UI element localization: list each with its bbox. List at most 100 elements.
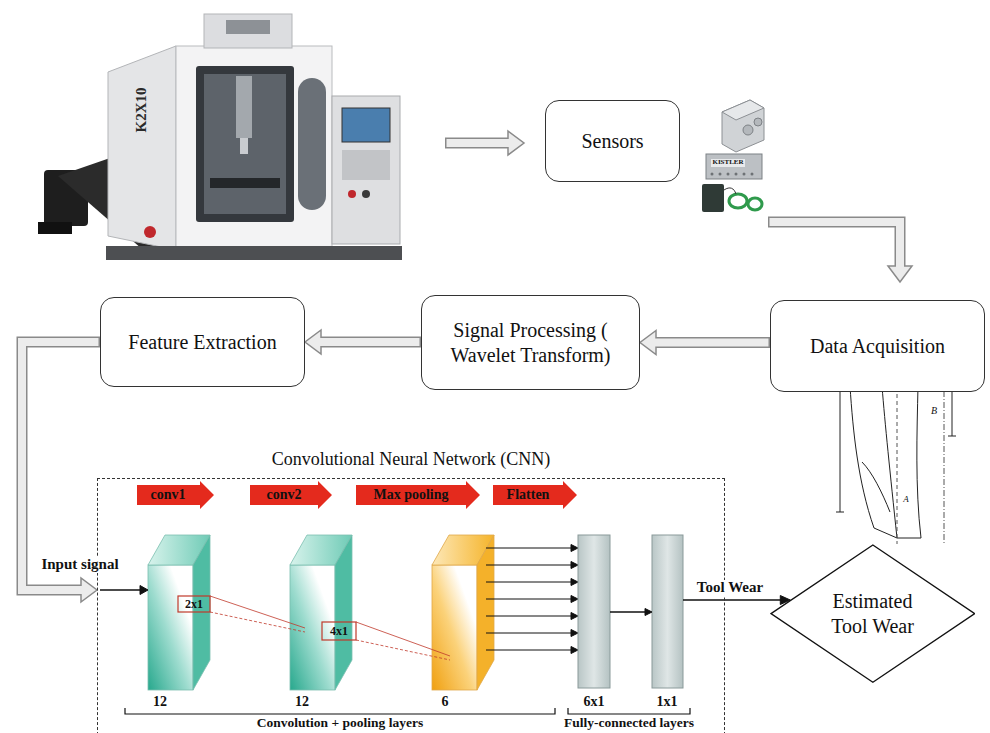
connector [317,338,420,346]
brand-mark: KISTLER [711,159,744,166]
sensor-photos [719,173,722,176]
group-caption: Convolution + pooling layers [257,716,423,730]
flatten-arrows [486,545,578,654]
end-mill-sketch [944,380,945,544]
cnc-machine [362,190,370,198]
dense-layer [578,535,610,688]
cnc-machine [196,66,294,222]
flatten-arrows [571,562,578,569]
text-stack: Feature Extraction [128,330,276,355]
sensor-photos [724,188,736,194]
flatten-arrows [571,630,578,637]
frame-title: Convolutional Neural Network (CNN) [98,449,724,471]
sensor-photos [702,100,764,212]
kernel-window [210,612,305,632]
flatten-arrows [486,650,571,651]
node-text: Estimated Tool Wear [816,589,929,639]
cnc-machine [342,150,390,180]
connector [725,599,782,601]
flatten-arrows [486,548,571,549]
text-stack: Data Acquisition [810,334,945,359]
sensor-photos [748,198,762,210]
inner-arrow [140,586,148,595]
layout-arrow [768,222,912,282]
connector [305,330,421,354]
end-mill-sketch [882,386,897,538]
connector [725,596,790,605]
process-box: Signal Processing ( Wavelet Transform) [421,295,640,390]
cnc-machine [236,76,252,138]
sensor-photos [722,100,764,120]
kernel-window [178,596,450,660]
flatten-arrows [571,579,578,586]
end-mill-sketch [948,436,956,437]
kernel-size: 4x1 [330,625,348,638]
feature-map [290,565,335,690]
layer-arrow [250,481,332,509]
connector [640,331,770,355]
group-bracket [568,708,690,714]
feature-map [148,535,494,690]
flatten-arrows [571,647,578,654]
cnc-machine [342,108,390,142]
end-mill-sketch [862,462,890,512]
layout-arrow [445,131,524,155]
node-text: Signal Processing ( Wavelet Transform) [435,318,626,368]
inner-arrow [100,586,725,616]
kernel-window [178,596,210,612]
channel-count: 12 [153,695,167,710]
connector-label: Tool Wear [694,580,766,596]
end-mill-sketch [917,386,921,538]
dense-layer [578,535,683,688]
text-stack: Signal Processing ( Wavelet Transform) [435,318,626,368]
group-bracket [125,708,690,714]
kernel-window [356,640,450,660]
sensor-photos [711,173,714,176]
cnc-machine [204,74,286,214]
diamond-outline [770,544,976,683]
dense-layer [652,535,683,688]
sensor-photos [722,100,764,152]
inner-arrow [645,609,652,616]
group-bracket [125,708,555,714]
connector [652,339,769,347]
channel-count: 12 [295,695,309,710]
end-mill-sketch [840,388,841,512]
node-text: Data Acquisition [810,334,945,359]
layer-tag: conv1 [151,488,186,503]
flatten-arrows [486,633,571,634]
cnc-machine [204,14,292,48]
flatten-arrows [571,545,578,552]
dimension-letter: A [903,495,909,504]
sensor-photos [743,125,753,135]
cnc-machine [38,222,72,234]
layer-arrow [137,481,577,509]
process-box: Feature Extraction [100,297,305,387]
feature-map [335,535,352,690]
cnc-machine [106,246,402,260]
channel-count: 6 [442,695,449,710]
kernel-window [356,622,450,656]
cnc-machine [144,226,156,238]
sensor-photos [743,173,746,176]
layer-arrow [493,481,577,509]
end-mill-sketch [836,380,956,544]
flatten-arrows [571,613,578,620]
layer-size: 6x1 [584,695,605,710]
text-stack: Sensors [581,129,643,154]
sensor-photos [702,184,724,212]
cnc-machine [332,96,400,244]
flatten-arrows [486,616,571,617]
cnc-machine [240,138,248,154]
inner-arrow [100,589,141,591]
process-box: Data Acquisition [770,300,985,392]
kernel-window [210,596,305,628]
end-mill-sketch [836,512,844,513]
end-mill-sketch [850,386,874,528]
layout-arrow [447,139,513,147]
layer-tag: Flatten [507,488,550,503]
node-text: Sensors [581,129,643,154]
connector [22,342,99,590]
flatten-arrows [486,582,571,583]
cnc-machine [176,46,332,250]
